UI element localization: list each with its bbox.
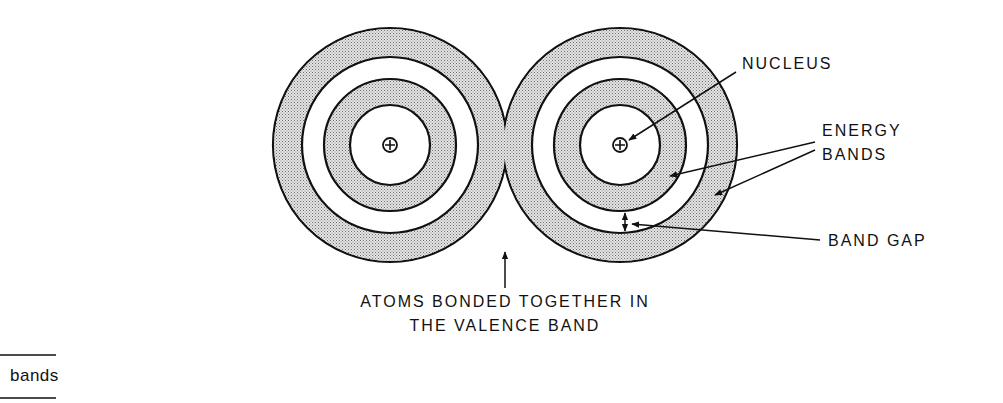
callout-label: NUCLEUS [742,52,832,76]
leader-lines [0,72,820,398]
rule-line [0,354,56,356]
bond-leader [504,252,506,288]
band-gap-arrow [624,213,626,231]
callout-label: ENERGY BANDS [822,119,942,167]
callout-label: bands [10,364,59,388]
left-atom [302,57,478,233]
callout-label: BAND GAP [828,229,927,253]
band-gap-leader [632,224,820,240]
callout-label: ATOMS BONDED TOGETHER IN THE VALENCE BAN… [355,290,655,338]
right-atom [532,57,708,233]
outer-band-leader [715,150,815,195]
rule-line [0,397,56,399]
nucleus-leader [629,72,736,140]
